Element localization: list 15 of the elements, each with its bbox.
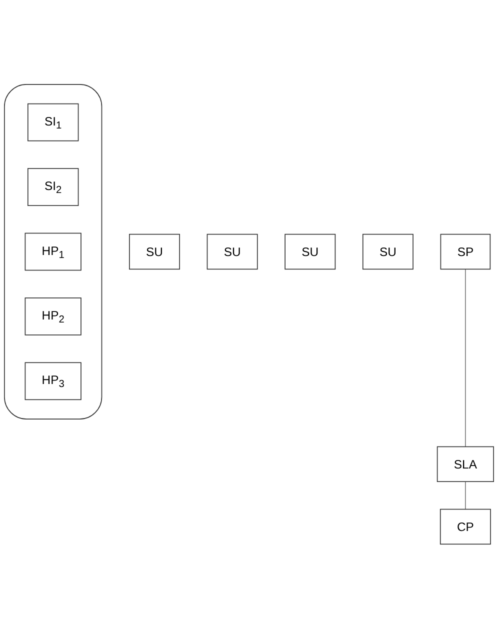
connector <box>465 268 466 447</box>
node-box: SU <box>284 234 336 270</box>
node-box: HP$_{2}$ <box>24 297 82 336</box>
node-box: CP <box>440 508 491 544</box>
cluster <box>4 84 102 420</box>
node-box: HP$_{1}$ <box>24 232 82 270</box>
node-box: HP$_{3}$ <box>24 362 82 400</box>
node-box: SLA <box>436 446 494 482</box>
node-box: SI$_{1}$ <box>27 103 79 141</box>
connector <box>465 481 466 510</box>
node-box: SP <box>440 234 491 270</box>
node-box: SU <box>362 234 414 270</box>
node-box: SU <box>129 234 180 270</box>
node-box: SU <box>206 234 258 270</box>
node-box: SI$_{2}$ <box>27 168 79 206</box>
